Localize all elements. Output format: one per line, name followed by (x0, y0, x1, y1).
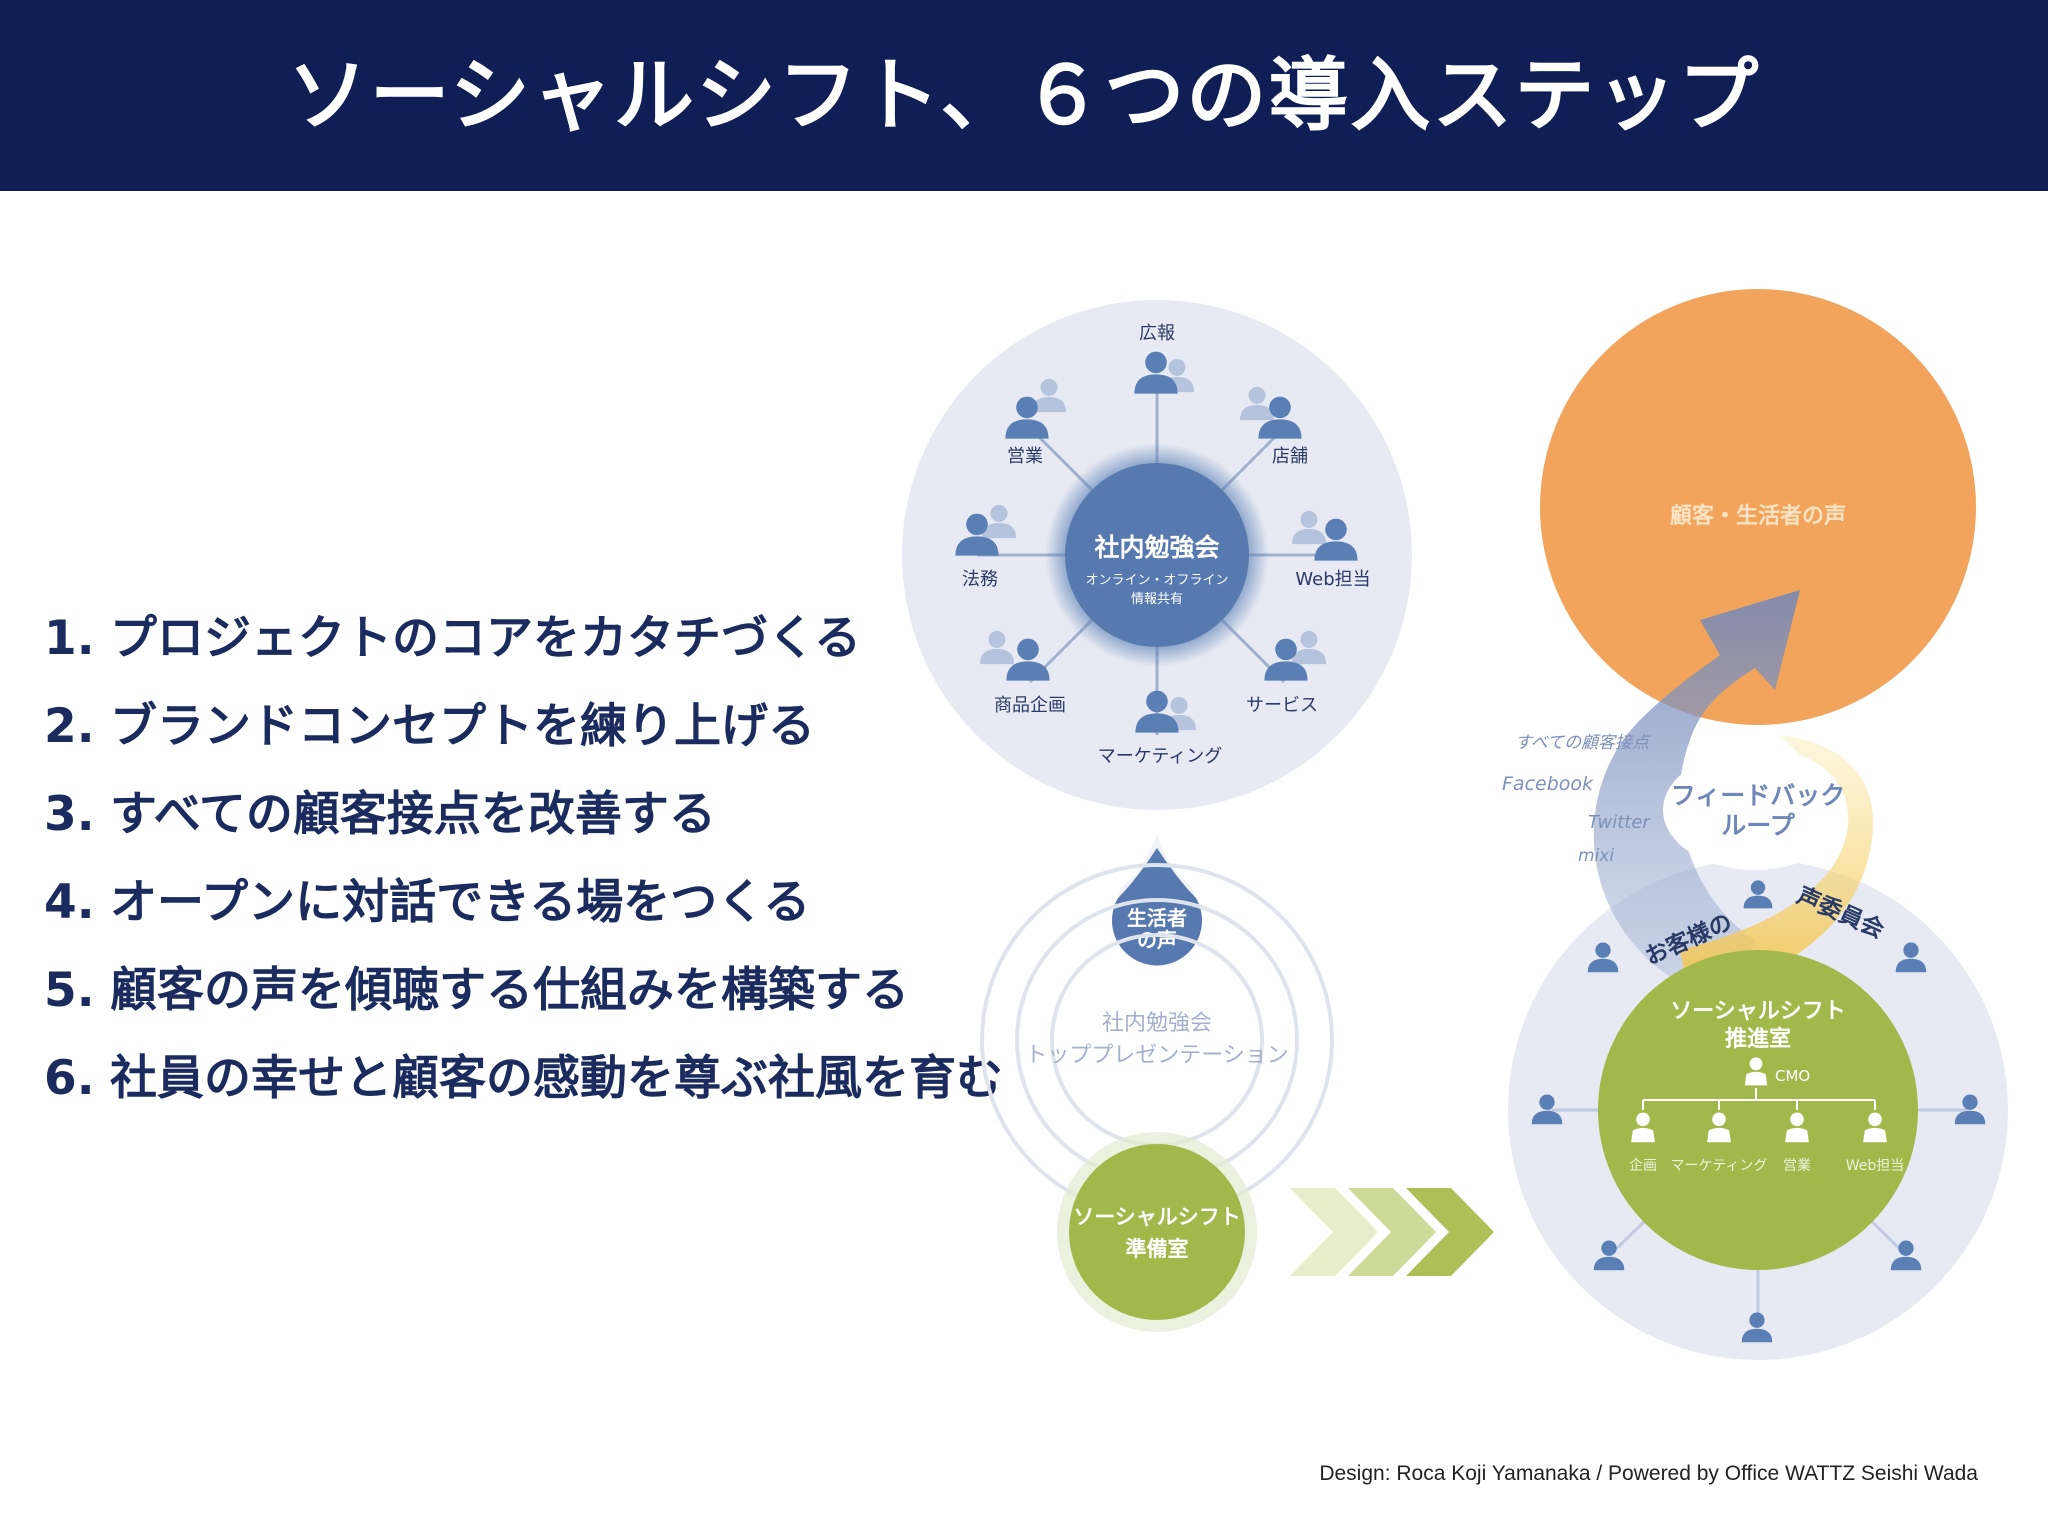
study-group-panel: 社内勉強会 オンライン・オフライン 情報共有 広報 店舗 Web担当 (902, 300, 1412, 810)
dept-label: マーケティング (1098, 746, 1223, 767)
chevron-icon (1406, 1188, 1494, 1276)
step-number: 3. (44, 787, 95, 842)
step-text: オープンに対話できる場をつくる (110, 875, 811, 930)
step-item: 5. 顧客の声を傾聴する仕組みを構築する (44, 947, 1003, 1035)
step-number: 5. (44, 963, 95, 1018)
promo-room-circle (1598, 950, 1918, 1270)
step-item: 3. すべての顧客接点を改善する (44, 771, 1003, 859)
feedback-arrow-blue (1593, 590, 1800, 1005)
step-text: ブランドコンセプトを練り上げる (110, 699, 815, 754)
step-number: 2. (44, 699, 95, 754)
ripple-line2: トッププレゼンテーション (1025, 1043, 1289, 1068)
prep-room-line2: 準備室 (1126, 1237, 1189, 1261)
drop-line2: の声 (1137, 928, 1177, 952)
step-text: プロジェクトのコアをカタチづくる (110, 611, 862, 666)
feedback-line2: ループ (1721, 811, 1796, 840)
team-label: 営業 (1783, 1158, 1811, 1174)
channel-label: Facebook (1502, 773, 1594, 795)
team-label: Web担当 (1846, 1158, 1905, 1174)
channel-label: すべての顧客接点 (1515, 733, 1651, 753)
channel-label: mixi (1578, 846, 1614, 866)
feedback-loop-bubble (1663, 750, 1847, 870)
step-item: 4. オープンに対話できる場をつくる (44, 859, 1003, 947)
cmo-label: CMO (1775, 1067, 1810, 1085)
step-item: 2. ブランドコンセプトを練り上げる (44, 683, 1003, 771)
design-credit: Design: Roca Koji Yamanaka / Powered by … (1319, 1462, 1978, 1485)
team-label: マーケティング (1671, 1158, 1768, 1174)
dept-label: 店舗 (1272, 446, 1308, 467)
step-number: 6. (44, 1051, 95, 1106)
study-sub1: オンライン・オフライン (1085, 573, 1228, 588)
dept-label: 商品企画 (994, 695, 1066, 716)
chevron-icon (1290, 1188, 1378, 1276)
promo-room-line2: 推進室 (1725, 1026, 1791, 1052)
progress-chevrons (1290, 1188, 1494, 1276)
chevron-icon (1348, 1188, 1436, 1276)
study-title: 社内勉強会 (1094, 533, 1219, 562)
step-item: 1. プロジェクトのコアをカタチづくる (44, 595, 1003, 683)
step-text: 顧客の声を傾聴する仕組みを構築する (110, 963, 909, 1018)
slide-title: ソーシャルシフト、６つの導入ステップ (287, 49, 1761, 142)
title-bar (0, 0, 2048, 191)
channel-label: Twitter (1588, 812, 1651, 833)
study-core (1065, 463, 1249, 647)
team-label: 企画 (1629, 1157, 1657, 1174)
dept-label: 広報 (1139, 323, 1175, 344)
feedback-line1: フィードバック (1671, 781, 1846, 810)
ripple-line1: 社内勉強会 (1102, 1011, 1212, 1036)
promo-room-line1: ソーシャルシフト (1670, 999, 1846, 1024)
prep-room-line1: ソーシャルシフト (1073, 1205, 1241, 1229)
step-list: 1. プロジェクトのコアをカタチづくる 2. ブランドコンセプトを練り上げる 3. す… (44, 595, 1003, 1123)
dept-label: 法務 (962, 569, 998, 590)
dept-label: 営業 (1007, 446, 1043, 467)
drop-line1: 生活者 (1127, 906, 1187, 930)
prep-room-circle (1069, 1144, 1245, 1320)
step-item: 6. 社員の幸せと顧客の感動を尊ぶ社風を育む (44, 1035, 1003, 1123)
study-sub2: 情報共有 (1131, 592, 1183, 607)
step-number: 1. (44, 611, 95, 666)
step-text: すべての顧客接点を改善する (110, 787, 716, 842)
step-text: 社員の幸せと顧客の感動を尊ぶ社風を育む (110, 1051, 1003, 1106)
dept-label: サービス (1246, 695, 1318, 716)
step-number: 4. (44, 875, 95, 930)
customer-voice-circle (1540, 289, 1976, 725)
dept-label: Web担当 (1295, 569, 1370, 590)
customer-voice-label: 顧客・生活者の声 (1670, 503, 1846, 529)
org-lines (1642, 1088, 1876, 1110)
